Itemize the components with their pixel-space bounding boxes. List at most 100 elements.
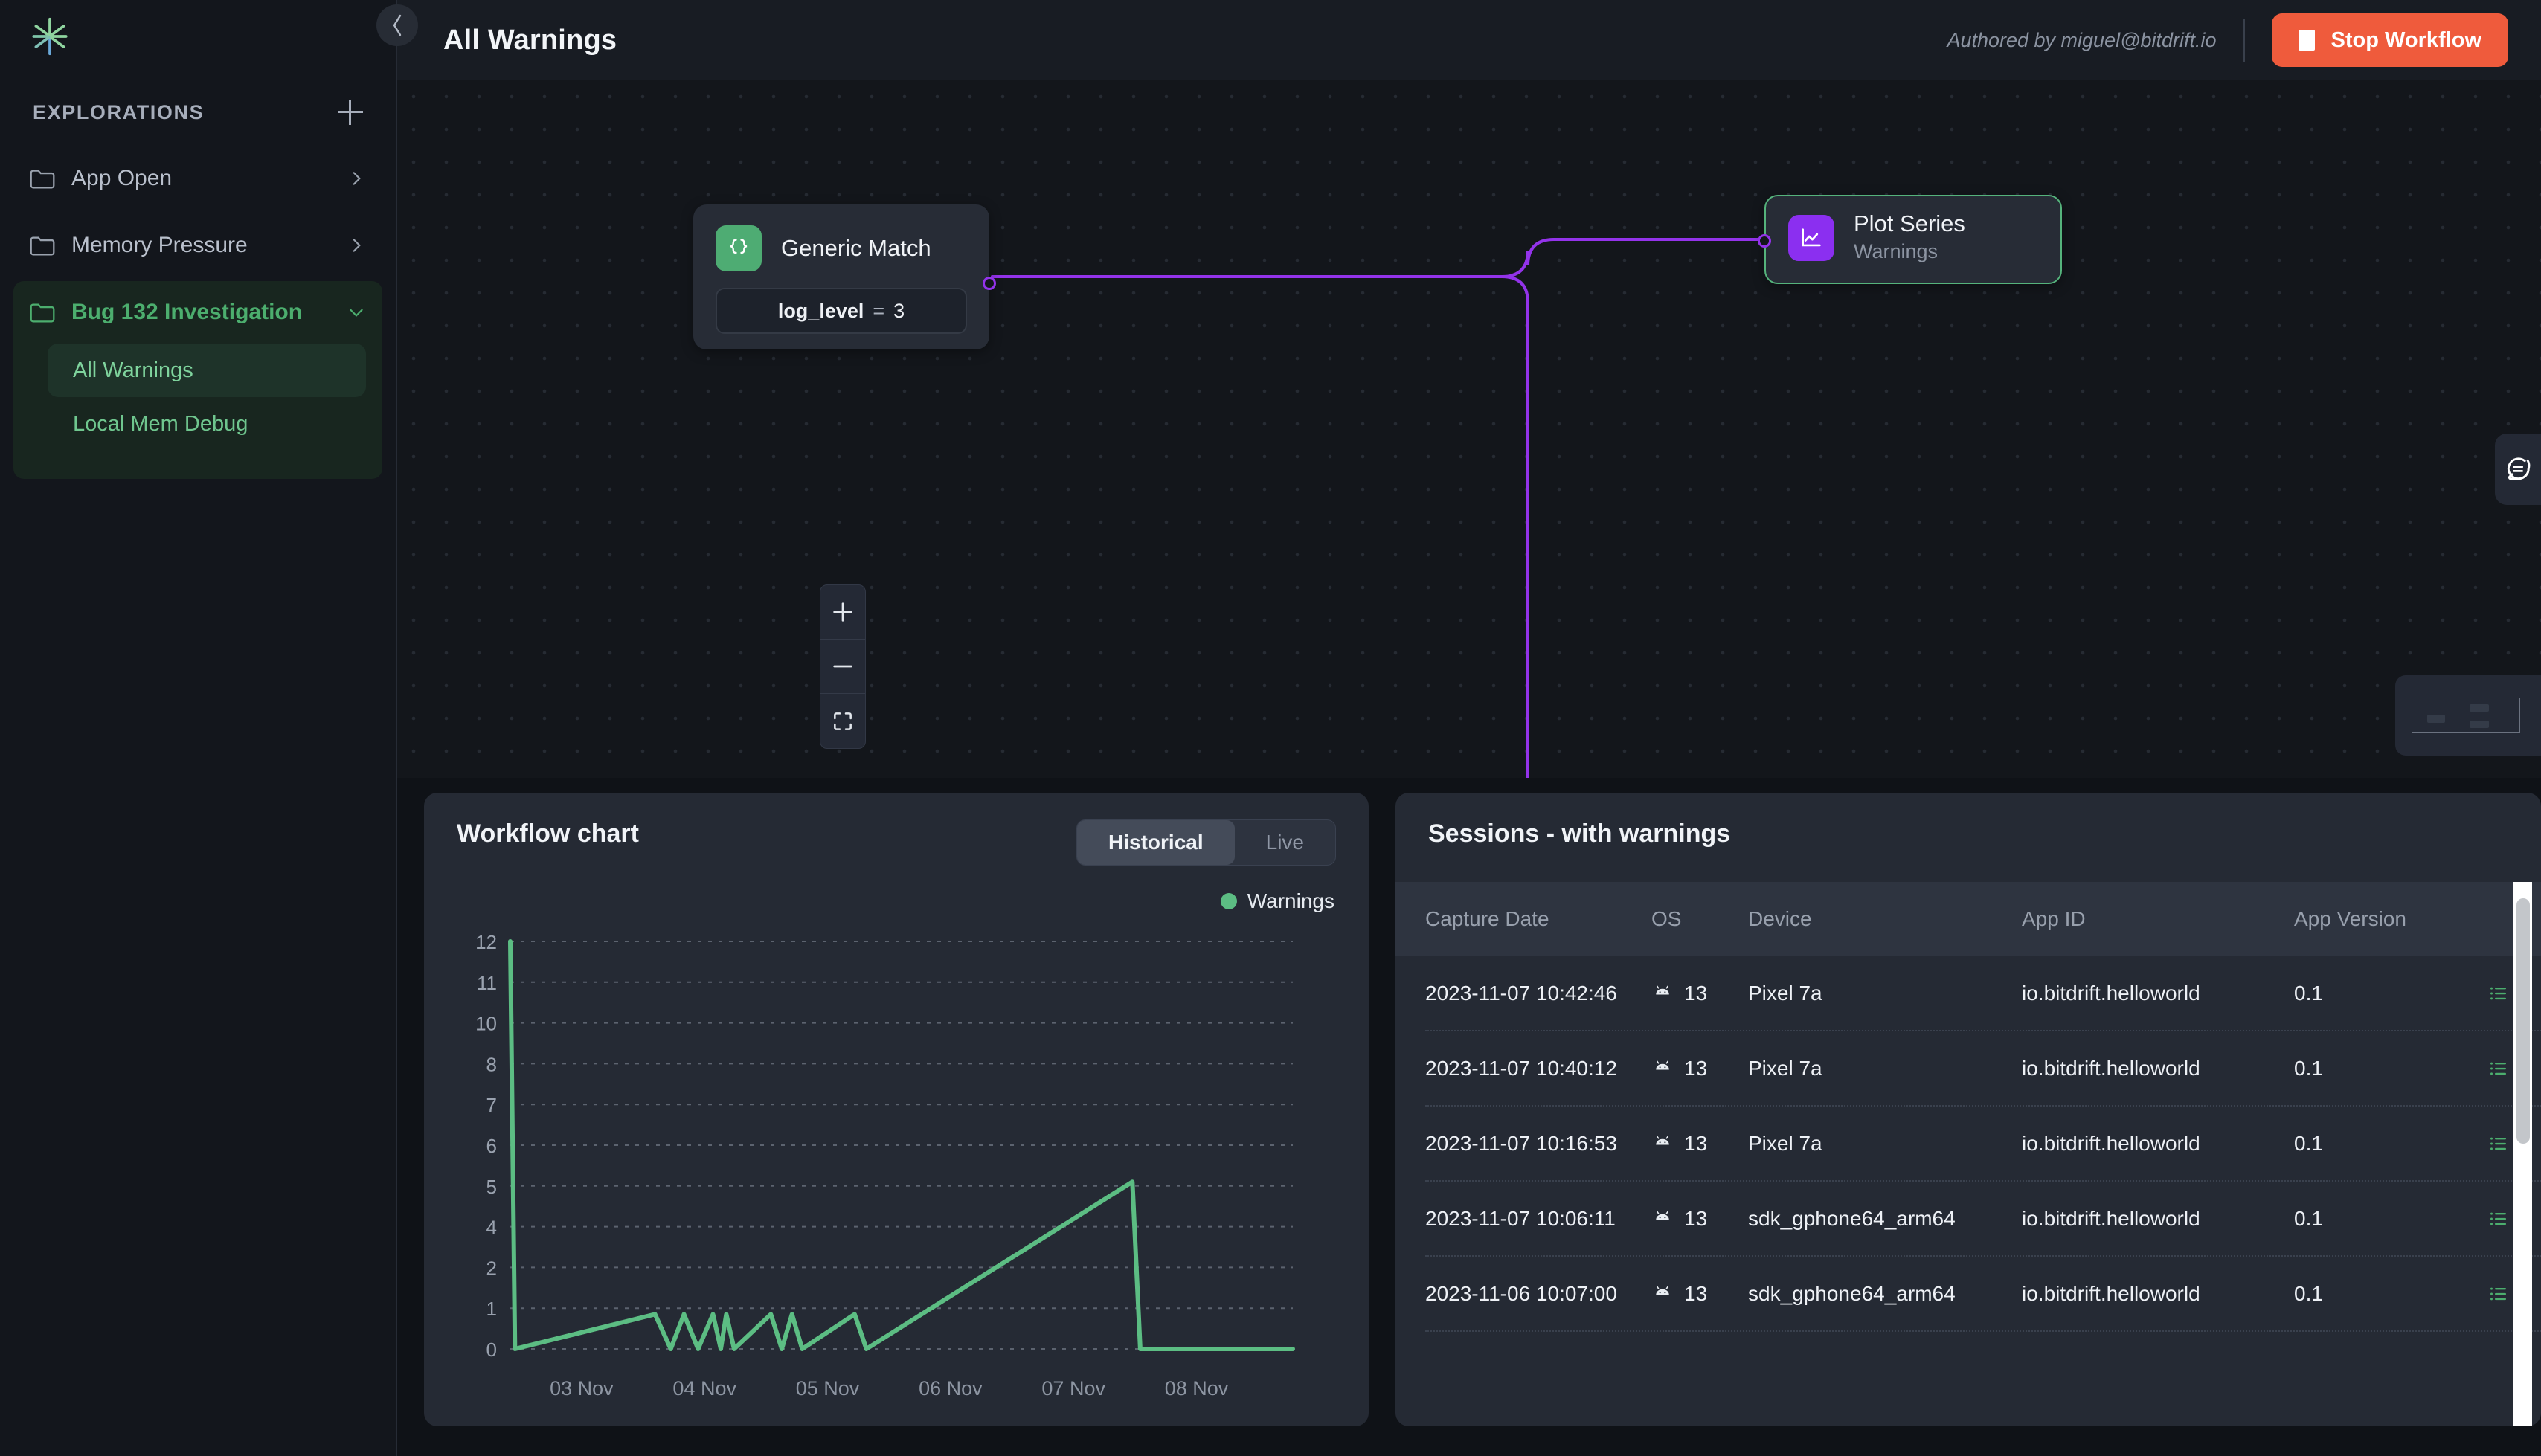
chart-ytick-label: 2: [486, 1257, 497, 1279]
column-header-app-id[interactable]: App ID: [2022, 907, 2294, 931]
table-row[interactable]: 2023-11-07 10:06:11 13 sdk_gphone64_arm64…: [1425, 1182, 2541, 1257]
workflow-edges: [397, 80, 2541, 778]
cell-capture-date: 2023-11-07 10:40:12: [1425, 1057, 1651, 1080]
stop-square-icon: [2299, 30, 2315, 51]
chart-panel-title: Workflow chart: [457, 819, 639, 848]
warnings-line-chart[interactable]: 1211108765421003 Nov04 Nov05 Nov06 Nov07…: [424, 925, 1369, 1426]
workflow-canvas[interactable]: Generic Match log_level = 3 Plot Series: [397, 80, 2541, 778]
sidebar-item-label: Memory Pressure: [71, 233, 347, 258]
android-icon: [1651, 1283, 1674, 1305]
column-header-app-version[interactable]: App Version: [2294, 907, 2487, 931]
sidebar-item-memory-pressure[interactable]: Memory Pressure: [13, 214, 382, 277]
node-input-port[interactable]: [1758, 234, 1771, 248]
fit-view-button[interactable]: [820, 694, 865, 748]
app-logo[interactable]: [0, 0, 396, 77]
tab-live[interactable]: Live: [1235, 820, 1335, 865]
workflow-chart-panel: Workflow chart Historical Live Warnings …: [424, 793, 1369, 1426]
sidebar-item-app-open[interactable]: App Open: [13, 147, 382, 210]
canvas-minimap[interactable]: [2395, 675, 2541, 756]
minimap-node: [2470, 704, 2489, 712]
list-lines-icon: [2487, 1133, 2510, 1155]
tab-historical[interactable]: Historical: [1077, 820, 1235, 865]
feedback-chat-button[interactable]: [2495, 434, 2541, 505]
node-condition-pill[interactable]: log_level = 3: [716, 288, 967, 334]
zoom-out-button[interactable]: [820, 640, 865, 694]
chart-ytick-label: 8: [486, 1053, 497, 1075]
condition-operator: =: [873, 300, 884, 323]
sessions-table-scrollbar[interactable]: [2513, 882, 2532, 1426]
sessions-table-body[interactable]: 2023-11-07 10:42:46 13Pixel 7aio.bitdrif…: [1395, 956, 2541, 1426]
line-chart-icon: [1788, 215, 1834, 261]
os-version: 13: [1684, 1207, 1707, 1231]
cell-device: sdk_gphone64_arm64: [1748, 1207, 2022, 1231]
cell-os: 13: [1651, 1207, 1748, 1231]
android-icon: [1651, 982, 1674, 1005]
sidebar-item-local-mem-debug[interactable]: Local Mem Debug: [48, 397, 366, 451]
column-header-os[interactable]: OS: [1651, 907, 1748, 931]
cell-device: Pixel 7a: [1748, 1057, 2022, 1080]
sidebar-child-label: All Warnings: [73, 358, 193, 383]
table-row[interactable]: 2023-11-06 10:07:00 13sdk_gphone64_arm64…: [1425, 1257, 2541, 1332]
chart-xtick-label: 04 Nov: [672, 1377, 736, 1399]
node-text: Plot Series Warnings: [1854, 211, 1965, 265]
top-bar: All Warnings Authored by miguel@bitdrift…: [397, 0, 2541, 80]
workflow-node-plot-series[interactable]: Plot Series Warnings: [1764, 195, 2062, 284]
chevron-right-icon[interactable]: [347, 236, 366, 255]
android-icon: [1651, 1057, 1674, 1080]
bitdrift-asterisk-logo-icon: [27, 13, 73, 59]
chevron-right-icon[interactable]: [347, 169, 366, 188]
sidebar-item-bug-132-investigation[interactable]: Bug 132 Investigation: [13, 281, 382, 344]
list-lines-icon: [2487, 982, 2510, 1005]
cell-app-id: io.bitdrift.helloworld: [2022, 982, 2294, 1005]
node-title: Plot Series: [1854, 211, 1965, 237]
tab-label: Historical: [1108, 831, 1204, 854]
table-row[interactable]: 2023-11-07 10:40:12 13Pixel 7aio.bitdrif…: [1425, 1031, 2541, 1107]
chart-ytick-label: 10: [475, 1013, 497, 1035]
column-header-device[interactable]: Device: [1748, 907, 2022, 931]
sessions-table-header: Capture Date OS Device App ID App Versio…: [1395, 882, 2541, 956]
condition-value: 3: [893, 300, 905, 323]
chart-xtick-label: 07 Nov: [1041, 1377, 1105, 1399]
node-output-port[interactable]: [983, 277, 996, 290]
column-header-capture-date[interactable]: Capture Date: [1425, 907, 1651, 931]
cell-os: 13: [1651, 1057, 1748, 1080]
collapse-sidebar-button[interactable]: [376, 4, 418, 46]
chart-panel-header: Workflow chart Historical Live: [424, 793, 1369, 866]
add-exploration-icon[interactable]: [338, 100, 363, 125]
table-row[interactable]: 2023-11-07 10:16:53 13Pixel 7aio.bitdrif…: [1425, 1107, 2541, 1182]
folder-icon: [30, 301, 55, 323]
folder-group-memory-pressure: Memory Pressure: [13, 214, 382, 277]
cell-app-version: 0.1: [2294, 1057, 2487, 1080]
chart-svg: 1211108765421003 Nov04 Nov05 Nov06 Nov07…: [424, 925, 1369, 1426]
sidebar-item-all-warnings[interactable]: All Warnings: [48, 344, 366, 397]
list-lines-icon: [2487, 1208, 2510, 1230]
fullscreen-icon: [831, 709, 855, 733]
sidebar-child-label: Local Mem Debug: [73, 412, 248, 437]
tab-label: Live: [1266, 831, 1304, 854]
stop-workflow-button[interactable]: Stop Workflow: [2272, 13, 2508, 67]
condition-key: log_level: [778, 300, 864, 323]
list-lines-icon: [2487, 1283, 2510, 1305]
folder-group-bug-132-investigation: Bug 132 Investigation All Warnings Local…: [13, 281, 382, 479]
minimap-node: [2470, 721, 2489, 728]
page-title: All Warnings: [443, 25, 617, 57]
chevron-down-icon[interactable]: [347, 303, 366, 322]
cell-os: 13: [1651, 982, 1748, 1005]
sessions-panel-title: Sessions - with warnings: [1428, 819, 1730, 848]
scrollbar-thumb[interactable]: [2516, 898, 2530, 1144]
cell-device: sdk_gphone64_arm64: [1748, 1282, 2022, 1306]
cell-app-id: io.bitdrift.helloworld: [2022, 1057, 2294, 1080]
zoom-in-button[interactable]: [820, 585, 865, 640]
chart-ytick-label: 4: [486, 1217, 497, 1239]
cell-device: Pixel 7a: [1748, 982, 2022, 1005]
android-icon: [1651, 1133, 1674, 1155]
cell-os: 13: [1651, 1132, 1748, 1156]
cell-capture-date: 2023-11-07 10:06:11: [1425, 1207, 1651, 1231]
sessions-panel-header: Sessions - with warnings: [1395, 793, 2541, 848]
cell-capture-date: 2023-11-06 10:07:00: [1425, 1282, 1651, 1306]
bottom-panels: Workflow chart Historical Live Warnings …: [397, 778, 2541, 1456]
workflow-node-generic-match[interactable]: Generic Match log_level = 3: [693, 204, 989, 349]
top-bar-right: Authored by miguel@bitdrift.io Stop Work…: [1947, 13, 2508, 67]
table-row[interactable]: 2023-11-07 10:42:46 13Pixel 7aio.bitdrif…: [1425, 956, 2541, 1031]
list-lines-icon: [2487, 1057, 2510, 1080]
